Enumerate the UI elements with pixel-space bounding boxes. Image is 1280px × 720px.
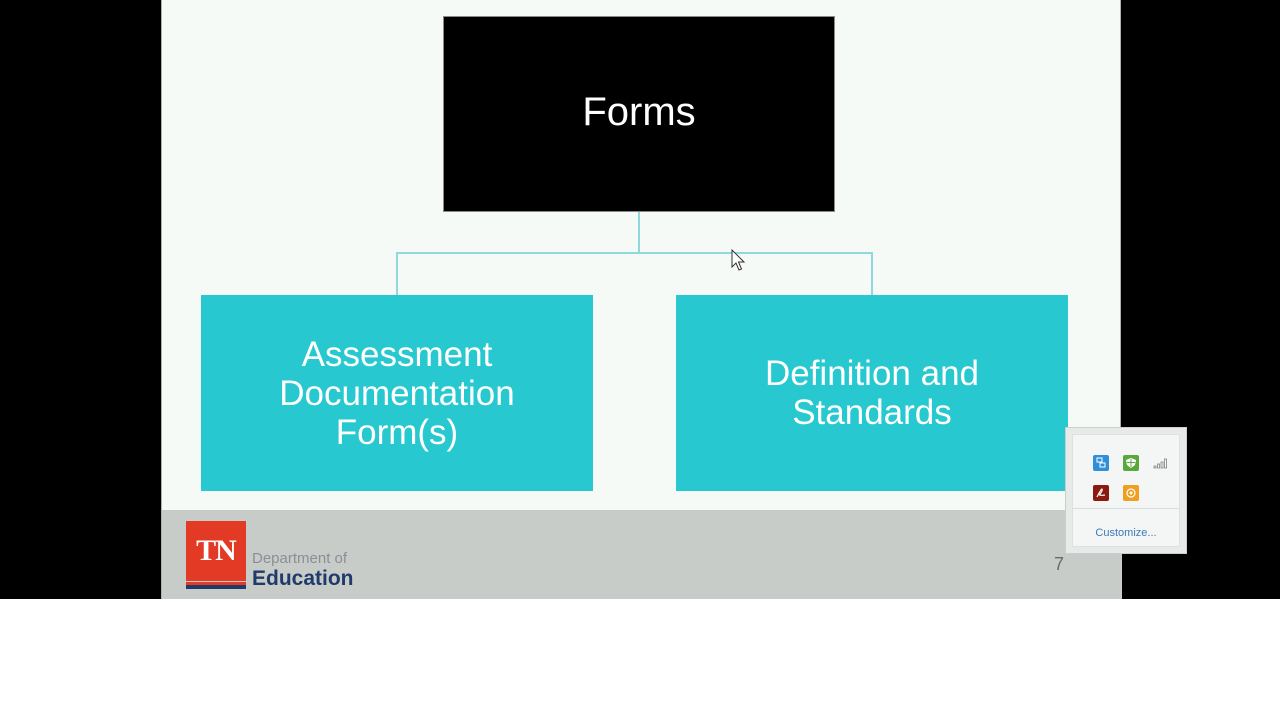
network-app-icon[interactable] — [1093, 455, 1109, 471]
root-node-forms: Forms — [443, 16, 835, 212]
child-node-label: Definition and Standards — [764, 354, 980, 432]
connector-horizontal — [396, 252, 873, 254]
tray-overflow-panel: Customize... — [1072, 434, 1180, 547]
tn-logo: TN — [186, 521, 246, 581]
child-node-definition-standards: Definition and Standards — [676, 295, 1068, 491]
child-node-label: Assessment Documentation Form(s) — [279, 334, 515, 452]
root-node-label: Forms — [582, 89, 696, 134]
connector-vertical-left — [396, 252, 398, 295]
orange-app-icon[interactable] — [1123, 485, 1139, 501]
department-of-text: Department of — [252, 550, 348, 567]
connector-vertical-right — [871, 252, 873, 295]
green-shield-icon[interactable] — [1123, 455, 1139, 471]
logo-navy-bar — [186, 585, 246, 589]
slide-page-number: 7 — [1054, 554, 1065, 574]
tray-divider — [1073, 508, 1179, 509]
presentation-slide: Forms Assessment Documentation Form(s) D… — [161, 0, 1122, 599]
mouse-cursor-icon — [731, 249, 746, 271]
logo-red-bar — [186, 582, 246, 585]
slide-footer: TN Department of Education 7 — [162, 510, 1122, 599]
tray-overflow-popup: Customize... — [1065, 427, 1187, 554]
connector-vertical-root — [638, 212, 640, 254]
tn-logo-text: TN — [196, 534, 237, 567]
child-node-assessment-documentation: Assessment Documentation Form(s) — [201, 295, 593, 491]
acrobat-icon[interactable] — [1093, 485, 1109, 501]
customize-link[interactable]: Customize... — [1095, 527, 1157, 539]
education-text: Education — [252, 567, 354, 590]
video-area: Forms Assessment Documentation Form(s) D… — [0, 0, 1280, 599]
signal-bars-icon[interactable] — [1153, 455, 1169, 471]
